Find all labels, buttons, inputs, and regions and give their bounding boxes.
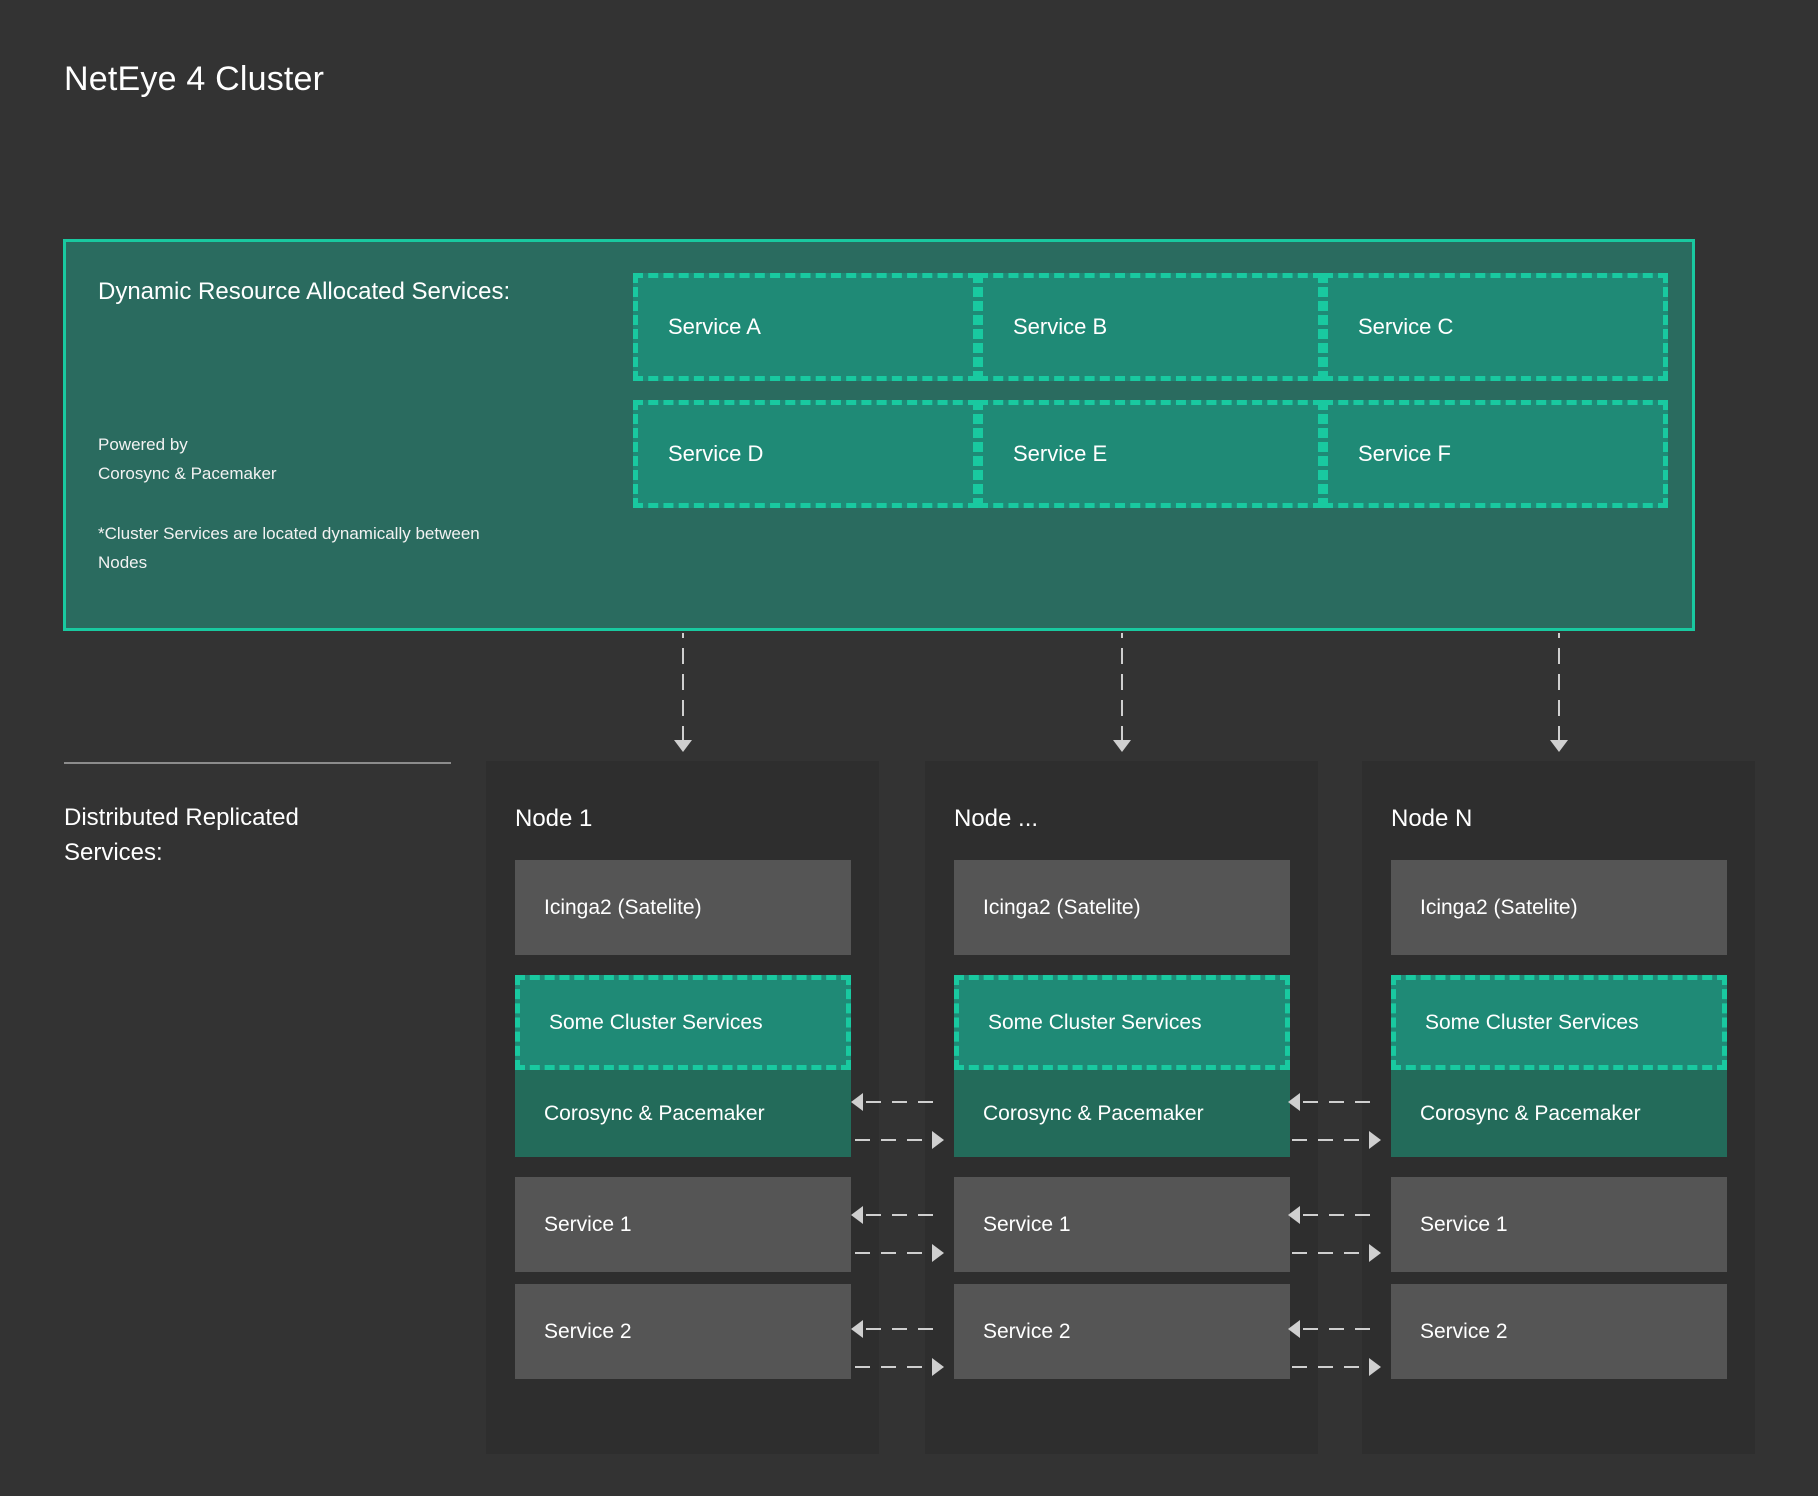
cluster-services-note: *Cluster Services are located dynamicall… [98, 519, 528, 577]
service-cell: Service E [978, 400, 1323, 508]
service-cell: Service B [978, 273, 1323, 381]
sync-arrow-right-corosync-1-2 [932, 1131, 944, 1149]
node-service-stack: Icinga2 (Satelite) Some Cluster Services… [954, 860, 1290, 1379]
sync-line-corosync-1-2 [866, 1101, 944, 1103]
node-box-corosync-pacemaker[interactable]: Corosync & Pacemaker [515, 1070, 851, 1157]
service-box-e[interactable]: Service E [978, 400, 1323, 508]
service-cell: Service F [1323, 400, 1668, 508]
node-box-label: Corosync & Pacemaker [954, 1098, 1204, 1129]
node-box-some-cluster-services[interactable]: Some Cluster Services [954, 975, 1290, 1070]
node-box-corosync-pacemaker[interactable]: Corosync & Pacemaker [1391, 1070, 1727, 1157]
vertical-connector-node3 [1558, 633, 1560, 741]
service-box-label: Service F [1328, 441, 1451, 467]
node-box-label: Icinga2 (Satelite) [515, 892, 702, 923]
service-box-b[interactable]: Service B [978, 273, 1323, 381]
service-box-label: Service D [638, 441, 763, 467]
node-service-stack: Icinga2 (Satelite) Some Cluster Services… [1391, 860, 1727, 1379]
sync-line-corosync-2-3 [1303, 1101, 1381, 1103]
distributed-replicated-caption: Distributed Replicated Services: [64, 800, 404, 870]
section-divider [64, 762, 451, 764]
sync-line-service1-2-3 [1303, 1214, 1381, 1216]
node-service-stack: Icinga2 (Satelite) Some Cluster Services… [515, 860, 851, 1379]
dynamic-resource-panel: Dynamic Resource Allocated Services: Pow… [63, 239, 1695, 631]
sync-line-service2-2-3 [1303, 1328, 1381, 1330]
service-box-a[interactable]: Service A [633, 273, 978, 381]
sync-arrow-left-corosync-1-2 [851, 1093, 863, 1111]
node-box-some-cluster-services[interactable]: Some Cluster Services [1391, 975, 1727, 1070]
service-cell: Service C [1323, 273, 1668, 381]
node-box-service-1[interactable]: Service 1 [515, 1177, 851, 1272]
vertical-connector-arrowhead-node3 [1550, 740, 1568, 752]
sync-arrow-left-corosync-2-3 [1288, 1093, 1300, 1111]
dynamic-panel-heading: Dynamic Resource Allocated Services: [98, 274, 548, 309]
node-box-service-2[interactable]: Service 2 [515, 1284, 851, 1379]
service-box-label: Service C [1328, 314, 1453, 340]
sync-line-corosync-3-2 [1292, 1139, 1370, 1141]
page-title: NetEye 4 Cluster [64, 60, 324, 99]
sync-arrow-left-service2-1-2 [851, 1320, 863, 1338]
service-cell: Service D [633, 400, 978, 508]
node-column-2: Node ... Icinga2 (Satelite) Some Cluster… [925, 761, 1318, 1454]
node-box-label: Service 1 [1391, 1209, 1508, 1240]
node-box-service-2[interactable]: Service 2 [1391, 1284, 1727, 1379]
service-box-label: Service B [983, 314, 1107, 340]
node-title: Node N [1391, 805, 1472, 833]
vertical-connector-node1 [682, 633, 684, 741]
node-box-label: Icinga2 (Satelite) [954, 892, 1141, 923]
node-box-label: Icinga2 (Satelite) [1391, 892, 1578, 923]
node-box-service-2[interactable]: Service 2 [954, 1284, 1290, 1379]
node-box-label: Service 2 [954, 1316, 1071, 1347]
node-box-label: Service 1 [954, 1209, 1071, 1240]
sync-arrow-left-service1-1-2 [851, 1206, 863, 1224]
vertical-connector-arrowhead-node1 [674, 740, 692, 752]
sync-arrow-right-service1-1-2 [932, 1244, 944, 1262]
powered-by-text: Powered by Corosync & Pacemaker [98, 430, 548, 488]
sync-line-service1-2-1 [855, 1252, 933, 1254]
dynamic-service-grid: Service A Service B Service C Service D [633, 273, 1668, 508]
sync-arrow-right-service2-2-3 [1369, 1358, 1381, 1376]
sync-line-service1-3-2 [1292, 1252, 1370, 1254]
node-box-label: Corosync & Pacemaker [515, 1098, 765, 1129]
node-box-label: Corosync & Pacemaker [1391, 1098, 1641, 1129]
sync-arrow-left-service2-2-3 [1288, 1320, 1300, 1338]
node-box-some-cluster-services[interactable]: Some Cluster Services [515, 975, 851, 1070]
sync-line-corosync-2-1 [855, 1139, 933, 1141]
node-box-label: Some Cluster Services [1396, 1007, 1639, 1038]
service-box-f[interactable]: Service F [1323, 400, 1668, 508]
node-box-corosync-pacemaker[interactable]: Corosync & Pacemaker [954, 1070, 1290, 1157]
sync-arrow-right-service2-1-2 [932, 1358, 944, 1376]
node-column-3: Node N Icinga2 (Satelite) Some Cluster S… [1362, 761, 1755, 1454]
vertical-connector-arrowhead-node2 [1113, 740, 1131, 752]
node-box-label: Service 1 [515, 1209, 632, 1240]
vertical-connector-node2 [1121, 633, 1123, 741]
node-title: Node ... [954, 805, 1038, 833]
sync-line-service2-3-2 [1292, 1366, 1370, 1368]
sync-line-service2-1-2 [866, 1328, 944, 1330]
sync-line-service2-2-1 [855, 1366, 933, 1368]
node-box-label: Some Cluster Services [520, 1007, 763, 1038]
sync-arrow-right-service1-2-3 [1369, 1244, 1381, 1262]
sync-arrow-left-service1-2-3 [1288, 1206, 1300, 1224]
node-box-service-1[interactable]: Service 1 [1391, 1177, 1727, 1272]
node-box-label: Some Cluster Services [959, 1007, 1202, 1038]
node-title: Node 1 [515, 805, 592, 833]
node-box-icinga2[interactable]: Icinga2 (Satelite) [954, 860, 1290, 955]
service-box-d[interactable]: Service D [633, 400, 978, 508]
service-box-c[interactable]: Service C [1323, 273, 1668, 381]
node-box-label: Service 2 [1391, 1316, 1508, 1347]
node-box-service-1[interactable]: Service 1 [954, 1177, 1290, 1272]
node-box-icinga2[interactable]: Icinga2 (Satelite) [515, 860, 851, 955]
node-box-label: Service 2 [515, 1316, 632, 1347]
node-column-1: Node 1 Icinga2 (Satelite) Some Cluster S… [486, 761, 879, 1454]
service-cell: Service A [633, 273, 978, 381]
service-box-label: Service E [983, 441, 1107, 467]
sync-line-service1-1-2 [866, 1214, 944, 1216]
sync-arrow-right-corosync-2-3 [1369, 1131, 1381, 1149]
service-box-label: Service A [638, 314, 761, 340]
node-box-icinga2[interactable]: Icinga2 (Satelite) [1391, 860, 1727, 955]
